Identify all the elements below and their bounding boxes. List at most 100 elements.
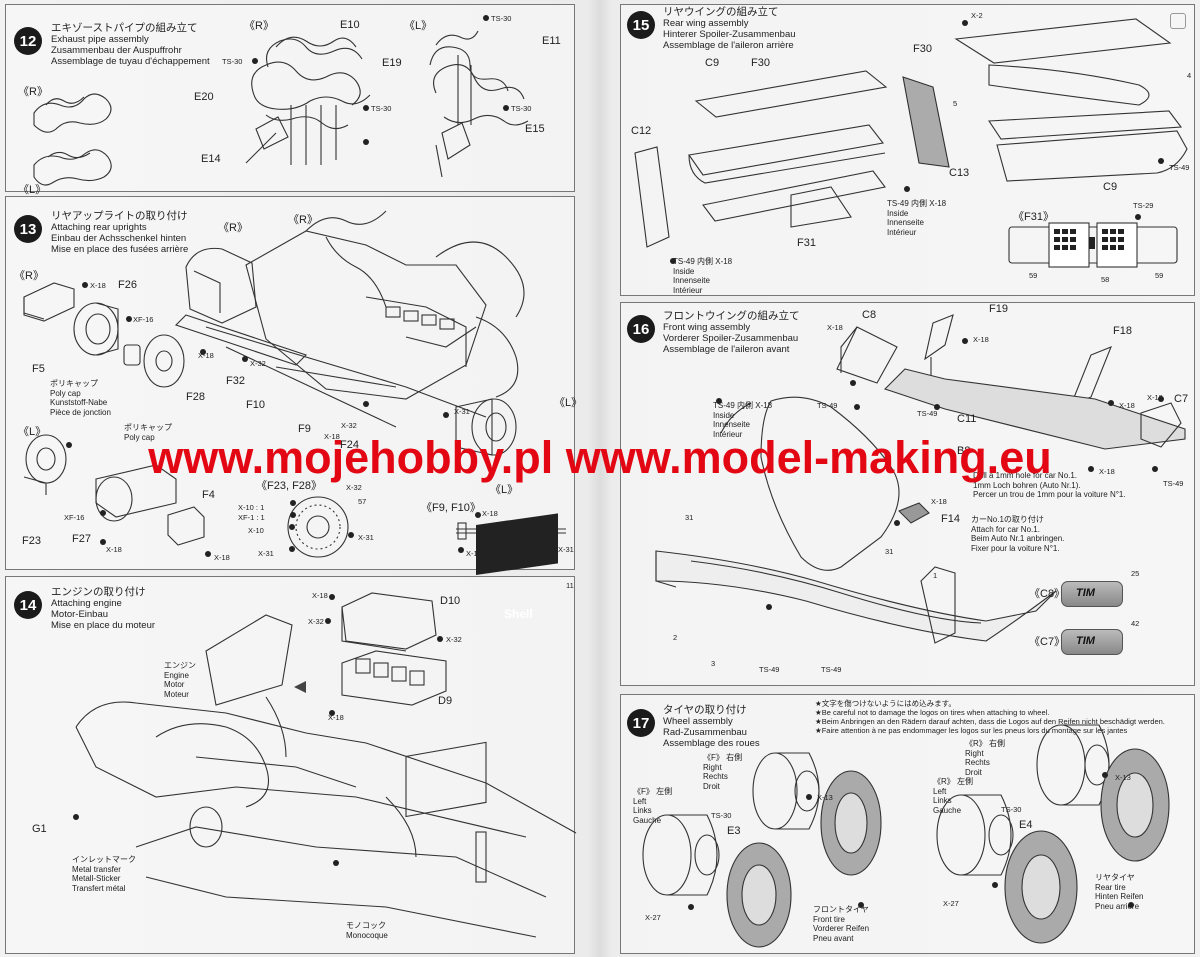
decal-11: 11 — [566, 581, 574, 590]
step-17-panel: 17 タイヤの取り付け Wheel assembly Rad-Zusammenb… — [620, 694, 1195, 954]
exhaust-drawing — [33, 15, 529, 186]
paint-ts30: TS-30 — [711, 811, 732, 820]
watermark-text: www.mojehobby.pl www.model-making.eu — [148, 432, 1052, 483]
paint-x18: X-18 — [90, 281, 106, 290]
paint-x31: X-31 — [454, 407, 470, 416]
paint-x11: X-11 — [466, 549, 482, 558]
paint-x18: X-18 — [1119, 401, 1135, 410]
part-D10: D10 — [440, 595, 461, 607]
part-F31-detail: 《F31》 — [1013, 211, 1054, 223]
decal-2: 2 — [673, 633, 678, 642]
part-E10: E10 — [340, 19, 360, 31]
step-title: エンジンの取り付け Attaching engine Motor-Einbau … — [51, 586, 156, 632]
ratio-x10: X-10 : 1 — [238, 503, 265, 512]
paint-x32: X-32 — [346, 483, 362, 492]
paint-ts29: TS-29 — [1133, 201, 1154, 210]
part-C11: C11 — [957, 413, 977, 425]
part-F27: F27 — [72, 533, 91, 545]
decal-31: 31 — [885, 547, 894, 556]
part-F9-F10: 《F9, F10》 — [421, 502, 481, 514]
decal-1: 1 — [933, 571, 938, 580]
paint-ts49: TS-49 — [1169, 163, 1190, 172]
decal-58: 58 — [1101, 275, 1110, 284]
paint-ts49: TS-49 — [917, 409, 938, 418]
paint-ts30: TS-30 — [511, 104, 532, 113]
part-E14: E14 — [201, 153, 221, 165]
decal-3: 3 — [711, 659, 716, 668]
paint-x27: X-27 — [943, 899, 959, 908]
part-E4: E4 — [1019, 819, 1033, 831]
wheel-drawing — [642, 724, 1170, 948]
part-F10: F10 — [246, 399, 265, 411]
label-L: 《L》 — [18, 426, 47, 438]
paint-ts30: TS-30 — [371, 104, 392, 113]
paint-ts30: TS-30 — [222, 57, 243, 66]
paint-x18: X-18 — [324, 432, 340, 441]
paint-x18: X-18 — [1099, 467, 1115, 476]
part-C9: C9 — [705, 57, 720, 69]
part-E15: E15 — [525, 123, 545, 135]
step-number: 16 — [627, 315, 655, 343]
paint-xf16: XF-16 — [64, 513, 85, 522]
part-F14: F14 — [941, 513, 960, 525]
label-R: 《R》 — [244, 20, 274, 32]
part-F23: F23 — [22, 535, 41, 547]
paint-xf16: XF-16 — [133, 315, 154, 324]
label-L: 《L》 — [404, 20, 433, 32]
decal-4: 4 — [1187, 71, 1192, 80]
part-E3: E3 — [727, 825, 741, 837]
paint-x18: X-18 — [827, 323, 843, 332]
front-wing-drawing — [655, 314, 1186, 644]
shell-logo: Shell — [504, 607, 533, 621]
label-C8: 《C8》 — [1029, 588, 1066, 600]
label-R-left: 《R》 — [18, 86, 48, 98]
part-E19: E19 — [382, 57, 402, 69]
tire-logo-notes: ★文字を傷つけないようにはめ込みます。★Be careful not to da… — [815, 699, 1165, 735]
part-F18: F18 — [1113, 325, 1132, 337]
paint-x10: X-10 — [248, 526, 264, 535]
step-number: 15 — [627, 11, 655, 39]
step-number: 13 — [14, 215, 42, 243]
paint-x2: X-2 — [971, 11, 983, 20]
part-F32: F32 — [226, 375, 245, 387]
part-F30: F30 — [751, 57, 770, 69]
step-title: リヤアップライトの取り付け Attaching rear uprights Ei… — [51, 210, 189, 256]
step-13-panel: 13 リヤアップライトの取り付け Attaching rear uprights… — [5, 196, 582, 570]
paint-ts49: TS-49 — [1163, 479, 1184, 488]
paint-x18: X-18 — [931, 497, 947, 506]
paint-ts30: TS-30 — [1001, 805, 1022, 814]
label-L-left: 《L》 — [18, 184, 47, 196]
step-15-panel: 15 リヤウイングの組み立て Rear wing assembly Hinter… — [620, 4, 1195, 296]
rear-wing-drawing — [634, 18, 1188, 268]
part-F24: F24 — [340, 439, 359, 451]
paint-x32: X-32 — [446, 635, 462, 644]
paint-ts49: TS-49 — [821, 665, 842, 674]
part-F19: F19 — [989, 303, 1008, 315]
paint-ts49: TS-49 — [817, 401, 838, 410]
label-R: 《R》 — [14, 270, 44, 282]
part-C8: C8 — [862, 309, 877, 321]
step-number: 17 — [627, 709, 655, 737]
decal-59: 59 — [1155, 271, 1164, 280]
paint-x32: X-32 — [250, 359, 266, 368]
part-F4: F4 — [202, 489, 215, 501]
part-E11: E11 — [542, 35, 561, 47]
part-F23-F28: 《F23, F28》 — [256, 480, 323, 492]
part-D9: D9 — [438, 695, 453, 707]
part-C12: C12 — [631, 125, 652, 137]
paint-x32: X-32 — [341, 421, 357, 430]
step-14-panel: 14 エンジンの取り付け Attaching engine Motor-Einb… — [5, 513, 577, 954]
